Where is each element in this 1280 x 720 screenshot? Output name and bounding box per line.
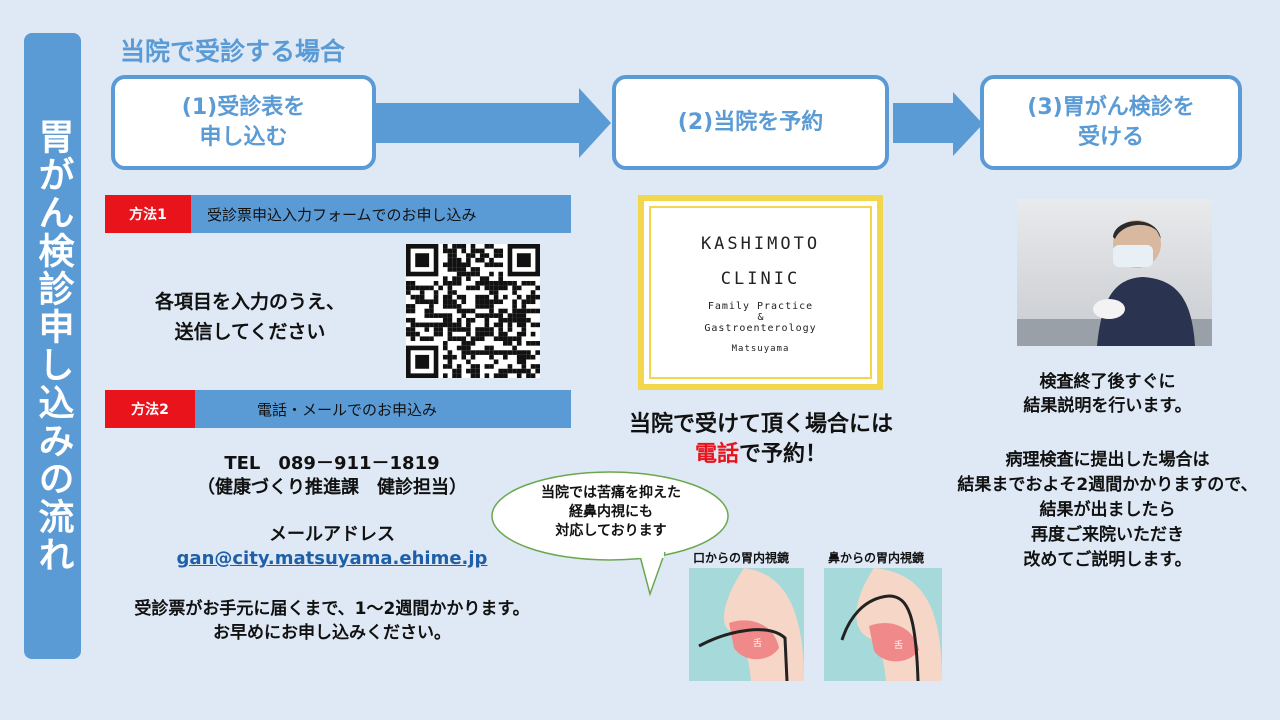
result-p2-line-5: 改めてご説明します。 (1023, 550, 1192, 570)
step-1-box: (1)受診表を 申し込む (111, 75, 376, 170)
result-p2-line-1: 病理検査に提出した場合は (1005, 450, 1210, 470)
mail-label: メールアドレス (269, 524, 395, 545)
result-p2-line-3: 結果が出ましたら (1039, 500, 1176, 520)
arrow-2-head (953, 92, 983, 156)
method-1-instructions: 各項目を入力のうえ、 送信してください (130, 287, 370, 347)
nose-endoscope-label: 鼻からの胃内視鏡 (828, 551, 925, 565)
contact-tel-block: TEL 089－911－1819 （健康づくり推進課 健診担当） (132, 452, 532, 500)
bubble-line-2: 経鼻内視にも (569, 504, 653, 520)
tel-number[interactable]: TEL 089－911－1819 (224, 453, 440, 474)
clinic-logo-line-1: Family Practice (707, 301, 814, 312)
result-p1-line-1: 検査終了後すぐに (1039, 372, 1176, 392)
result-p2-line-2: 結果までおよそ2週間かかりますので、 (957, 475, 1258, 495)
method-1-text-line-1: 各項目を入力のうえ、 (154, 291, 345, 313)
delivery-note: 受診票がお手元に届くまで、1～2週間かかります。 お早めにお申し込みください。 (100, 597, 564, 645)
nose-endoscope-illustration-icon: 舌 (824, 568, 942, 681)
result-paragraph-2: 病理検査に提出した場合は 結果までおよそ2週間かかりますので、 結果が出ましたら… (930, 448, 1280, 573)
delivery-note-line-1: 受診票がお手元に届くまで、1～2週間かかります。 (134, 599, 530, 619)
clinic-logo-city: Matsuyama (731, 344, 790, 354)
reserve-message: 当院で受けて頂く場合には 電話で予約！ (600, 410, 922, 470)
method-1-title: 受診票申込入力フォームでのお申し込み (207, 205, 477, 224)
clinic-logo-sub: CLINIC (720, 269, 801, 289)
method-2-title: 電話・メールでのお申込み (257, 400, 438, 419)
arrow-2-shaft (893, 103, 955, 143)
mouth-endoscope-illustration-icon: 舌 (689, 568, 804, 681)
result-paragraph-1: 検査終了後すぐに 結果説明を行います。 (985, 370, 1230, 418)
method-2-tag: 方法2 (105, 390, 195, 428)
clinic-logo-name: KASHIMOTO (700, 234, 821, 254)
bubble-line-3: 対応しております (555, 523, 667, 539)
mouth-endoscope-label: 口からの胃内視鏡 (693, 551, 790, 565)
reserve-phone-word: 電話 (694, 442, 739, 467)
reserve-line-1: 当院で受けて頂く場合には (628, 412, 893, 437)
result-p1-line-2: 結果説明を行います。 (1023, 396, 1192, 416)
qr-code-icon[interactable] (406, 244, 540, 378)
delivery-note-line-2: お早めにお申し込みください。 (213, 623, 451, 643)
doctor-photo (1017, 199, 1212, 346)
svg-text:舌: 舌 (753, 638, 762, 649)
step-1-line-1: (1)受診表を (181, 94, 306, 120)
email-link[interactable]: gan@city.matsuyama.ehime.jp (176, 548, 488, 569)
clinic-logo-amp: & (757, 312, 764, 323)
method-1-band: 方法1 受診票申込入力フォームでのお申し込み (105, 195, 571, 233)
result-p2-line-4: 再度ご来院いただき (1031, 525, 1184, 545)
svg-text:舌: 舌 (894, 640, 903, 651)
step-2-label: (2)当院を予約 (677, 109, 824, 135)
method-2-band: 方法2 電話・メールでのお申込み (105, 390, 571, 428)
arrow-1-shaft (376, 103, 581, 143)
speech-bubble-icon (491, 471, 729, 597)
step-3-line-1: (3)胃がん検診を (1027, 94, 1195, 120)
arrow-1-head (579, 88, 611, 158)
page-heading: 当院で受診する場合 (120, 37, 346, 66)
step-3-box: (3)胃がん検診を 受ける (980, 75, 1242, 170)
bubble-line-1: 当院では苦痛を抑えた (541, 485, 681, 501)
reserve-line-2: で予約！ (739, 442, 828, 467)
method-1-text-line-2: 送信してください (174, 321, 326, 343)
clinic-logo: KASHIMOTO CLINIC Family Practice & Gastr… (638, 195, 883, 390)
sidebar-title: 胃がん検診申し込みの流れ (24, 33, 81, 659)
method-1-tag: 方法1 (105, 195, 191, 233)
step-3-line-2: 受ける (1077, 124, 1144, 150)
doctor-photo-icon (1017, 220, 1212, 346)
bubble-text: 当院では苦痛を抑えた 経鼻内視にも 対応しております (496, 484, 726, 541)
tel-department: （健康づくり推進課 健診担当） (197, 477, 467, 498)
step-1-line-2: 申し込む (199, 124, 288, 150)
clinic-logo-line-2: Gastroenterology (704, 323, 817, 334)
step-2-box: (2)当院を予約 (612, 75, 889, 170)
